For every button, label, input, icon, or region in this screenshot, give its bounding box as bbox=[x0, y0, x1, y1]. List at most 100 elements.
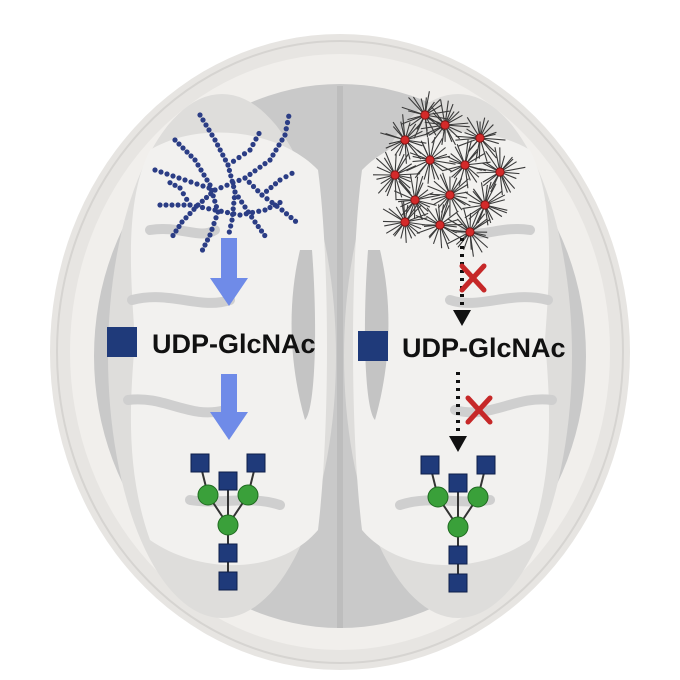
glucose-bead bbox=[247, 171, 253, 177]
glucose-bead bbox=[209, 132, 215, 138]
polyglucosan-core bbox=[495, 167, 505, 177]
glucose-bead bbox=[201, 172, 207, 178]
glucose-bead bbox=[264, 196, 270, 202]
glucose-bead bbox=[257, 164, 263, 170]
glucose-bead bbox=[255, 188, 261, 194]
glucose-bead bbox=[250, 141, 256, 148]
glucose-bead bbox=[225, 162, 231, 168]
glucose-bead bbox=[202, 242, 208, 248]
glucose-bead bbox=[213, 204, 219, 210]
left-udp-glcnac: UDP-GlcNAc bbox=[107, 327, 316, 359]
glucose-bead bbox=[252, 219, 258, 225]
left-label: UDP-GlcNAc bbox=[152, 329, 316, 359]
glucose-bead bbox=[228, 223, 234, 229]
polyglucosan-core bbox=[465, 227, 475, 237]
glucose-bead bbox=[262, 207, 268, 213]
glucose-bead bbox=[203, 122, 209, 128]
left-arrow-upper bbox=[210, 238, 248, 306]
glucose-bead bbox=[272, 181, 279, 187]
glucose-bead bbox=[249, 209, 256, 216]
glucose-bead bbox=[183, 215, 189, 221]
glucose-bead bbox=[249, 214, 255, 220]
glucose-bead bbox=[180, 191, 186, 197]
glucose-bead bbox=[224, 209, 231, 216]
glucose-bead bbox=[176, 141, 182, 147]
polyglucosan-core bbox=[435, 220, 445, 230]
glucose-bead bbox=[226, 167, 232, 173]
glucose-bead bbox=[200, 183, 206, 189]
glucose-bead bbox=[172, 182, 178, 188]
glucose-bead bbox=[204, 177, 210, 183]
glucose-bead bbox=[273, 147, 279, 153]
right-glycan-structure bbox=[420, 455, 496, 593]
glucose-bead bbox=[232, 189, 238, 195]
glcnac-square-icon bbox=[218, 571, 238, 591]
mannose-circle-icon bbox=[467, 486, 489, 508]
glucose-bead bbox=[180, 145, 186, 151]
glucose-bead bbox=[283, 174, 289, 180]
glucose-bead bbox=[255, 223, 261, 230]
glucose-bead bbox=[288, 214, 294, 221]
glucose-bead bbox=[212, 137, 218, 143]
glucose-bead bbox=[241, 151, 248, 157]
glucose-bead bbox=[282, 132, 288, 138]
glucose-bead bbox=[224, 182, 230, 188]
glucose-bead bbox=[247, 147, 253, 153]
glucose-bead bbox=[191, 206, 197, 212]
glucose-bead bbox=[237, 212, 243, 218]
polyglucosan-core bbox=[400, 217, 410, 227]
glucose-bead bbox=[231, 195, 237, 201]
glucose-bead bbox=[158, 169, 164, 175]
glucose-bead bbox=[256, 130, 262, 137]
glucose-bead bbox=[229, 217, 235, 223]
glucose-bead bbox=[231, 211, 237, 217]
glucose-bead bbox=[267, 157, 273, 163]
left-arrow-lower bbox=[210, 374, 248, 440]
glucose-bead bbox=[188, 153, 194, 159]
glucose-bead bbox=[246, 179, 252, 185]
polyglucosan-core bbox=[440, 120, 450, 130]
glcnac-square-icon bbox=[358, 331, 388, 361]
polyglucosan-core bbox=[475, 133, 485, 143]
glucose-bead bbox=[262, 232, 268, 239]
glucose-bead bbox=[279, 137, 285, 143]
glucose-bead bbox=[181, 202, 187, 208]
glucose-bead bbox=[289, 170, 295, 176]
right-white-matter bbox=[353, 132, 550, 566]
glucose-bead bbox=[195, 202, 201, 208]
glucose-bead bbox=[279, 207, 285, 213]
glucose-bead bbox=[175, 202, 181, 208]
mannose-circle-icon bbox=[237, 484, 259, 506]
glcnac-square-icon bbox=[448, 545, 468, 565]
glucose-bead bbox=[236, 177, 242, 183]
glcnac-square-icon bbox=[190, 453, 210, 473]
glucose-bead bbox=[207, 182, 213, 188]
left-ventricle bbox=[291, 250, 316, 420]
polyglucosan-core bbox=[425, 155, 435, 165]
mannose-circle-icon bbox=[427, 486, 449, 508]
glucose-bead bbox=[198, 167, 204, 173]
glucose-bead bbox=[192, 157, 198, 163]
polyglucosan-core bbox=[445, 190, 455, 200]
glucose-bead bbox=[170, 173, 176, 179]
glucose-bead bbox=[284, 119, 291, 126]
polyglucosan-core bbox=[480, 200, 490, 210]
glucose-bead bbox=[215, 209, 221, 215]
glucose-bead bbox=[292, 218, 299, 224]
glucose-bead bbox=[286, 113, 292, 119]
glucose-bead bbox=[209, 226, 215, 232]
glucose-bead bbox=[268, 184, 274, 191]
glucose-bead bbox=[197, 112, 203, 118]
glucose-bead bbox=[277, 177, 283, 183]
glucose-bead bbox=[262, 161, 268, 167]
glucose-bead bbox=[167, 180, 173, 186]
glucose-bead bbox=[199, 204, 206, 211]
glucose-bead bbox=[267, 204, 273, 211]
glucose-bead bbox=[228, 173, 234, 179]
glucose-bead bbox=[283, 211, 290, 217]
glcnac-square-icon bbox=[246, 453, 266, 473]
left-glycan-structure bbox=[190, 453, 266, 591]
glucose-bead bbox=[230, 158, 237, 164]
glucose-bead bbox=[199, 198, 205, 204]
